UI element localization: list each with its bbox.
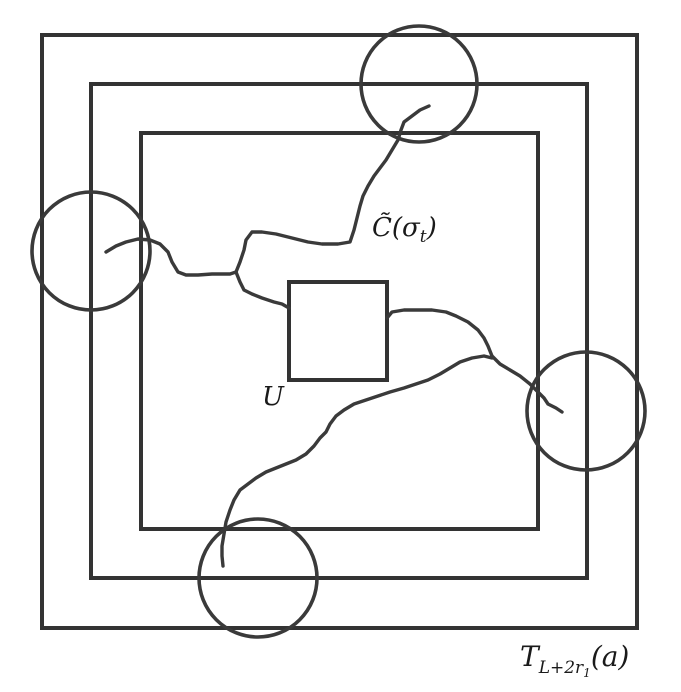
cluster-branch-right xyxy=(385,308,564,414)
circle-right xyxy=(525,350,647,472)
cluster-branch-bottom xyxy=(220,354,494,568)
cluster-label: C̃(σt) xyxy=(372,212,437,247)
torus-label-sub2: 1 xyxy=(583,666,591,680)
torus-label-sub: L+2r xyxy=(538,658,584,678)
torus-label: TL+2r1(a) xyxy=(520,640,629,680)
torus-label-arg: (a) xyxy=(591,640,630,673)
circle-bottom xyxy=(197,517,319,639)
outer-square xyxy=(40,33,639,630)
torus-label-main: T xyxy=(520,640,541,673)
region-u-label: U xyxy=(262,382,285,412)
cluster-label-close: ) xyxy=(426,213,437,243)
center-box-u xyxy=(287,280,389,382)
cluster-label-main: C̃(σ xyxy=(372,212,421,243)
cluster-branch-left xyxy=(104,237,238,277)
inner-square xyxy=(139,131,540,531)
cluster-label-sub: t xyxy=(420,227,427,247)
cluster-branch-center xyxy=(234,270,291,310)
circle-left xyxy=(30,190,152,312)
cluster-branch-top xyxy=(234,104,431,274)
middle-square xyxy=(89,82,589,580)
circle-top xyxy=(359,24,479,144)
